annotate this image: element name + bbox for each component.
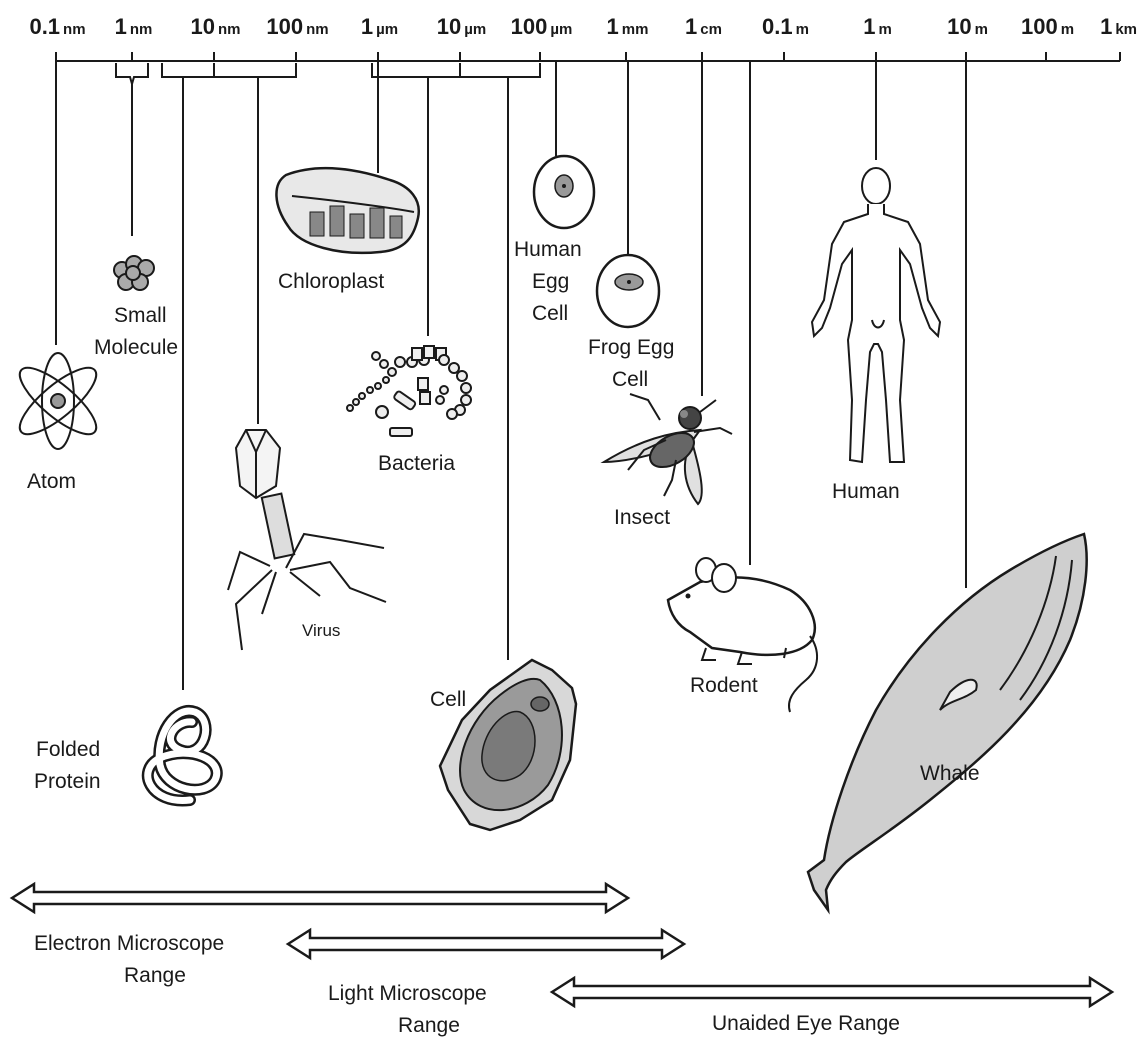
bacteria-label: Bacteria xyxy=(378,452,455,475)
human-egg-cell-illustration xyxy=(534,156,594,228)
insect-label: Insect xyxy=(614,506,670,529)
human-illustration xyxy=(812,168,940,462)
human-label: Human xyxy=(832,480,900,503)
electron-microscope-range-arrow xyxy=(12,884,628,912)
scale-brackets xyxy=(116,63,540,84)
human-egg-label-line2: Egg xyxy=(532,270,569,293)
cell-illustration xyxy=(440,660,576,830)
bacteria-illustration xyxy=(347,346,471,436)
atom-label: Atom xyxy=(27,470,76,493)
frog-egg-label-line1: Frog Egg xyxy=(588,336,674,359)
virus-illustration xyxy=(228,430,386,650)
atom-illustration xyxy=(11,353,105,449)
chloroplast-label: Chloroplast xyxy=(278,270,384,293)
whale-label: Whale xyxy=(920,762,980,785)
small-molecule-illustration xyxy=(114,256,154,290)
folded-protein-illustration xyxy=(148,711,217,801)
insect-illustration xyxy=(604,394,732,504)
light-microscope-range-arrow xyxy=(288,930,684,958)
light-range-label-line1: Light Microscope xyxy=(328,982,487,1005)
unaided-range-label: Unaided Eye Range xyxy=(712,1012,900,1035)
virus-label: Virus xyxy=(302,621,340,640)
human-egg-label-line1: Human xyxy=(514,238,582,261)
cell-label: Cell xyxy=(430,688,466,711)
folded-protein-label-line2: Protein xyxy=(34,770,101,793)
frog-egg-cell-illustration xyxy=(597,255,659,327)
chloroplast-illustration xyxy=(276,168,418,253)
small-molecule-label-line2: Molecule xyxy=(94,336,178,359)
whale-illustration xyxy=(808,534,1087,910)
frog-egg-label-line2: Cell xyxy=(612,368,648,391)
unaided-eye-range-arrow xyxy=(552,978,1112,1006)
electron-range-label-line2: Range xyxy=(124,964,186,987)
light-range-label-line2: Range xyxy=(398,1014,460,1037)
human-egg-label-line3: Cell xyxy=(532,302,568,325)
small-molecule-label-line1: Small xyxy=(114,304,167,327)
folded-protein-label-line1: Folded xyxy=(36,738,100,761)
leader-lines xyxy=(56,61,966,690)
rodent-label: Rodent xyxy=(690,674,758,697)
electron-range-label-line1: Electron Microscope xyxy=(34,932,224,955)
